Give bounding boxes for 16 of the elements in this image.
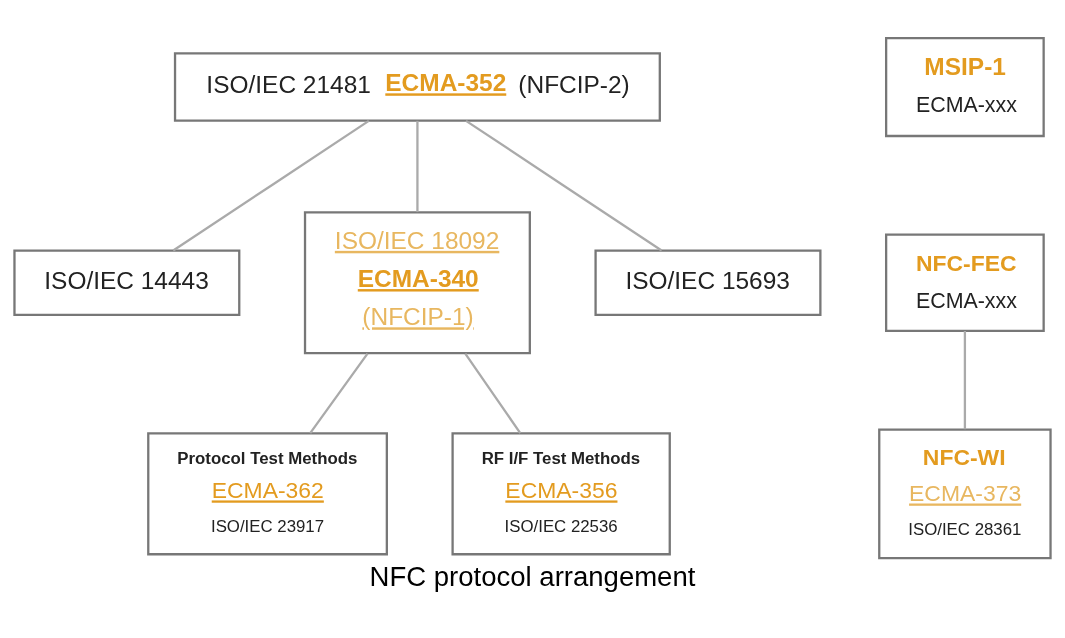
connector <box>963 330 967 429</box>
connector <box>464 352 522 434</box>
node-box: ISO/IEC 14443 <box>13 249 241 316</box>
connector <box>465 119 663 251</box>
node-box: NFC-WI ECMA-373 ISO/IEC 28361 <box>878 427 1052 559</box>
connector <box>309 352 369 434</box>
node-box: ISO/IEC 15693 <box>594 249 822 316</box>
node-box: NFC-FEC ECMA-xxx <box>885 233 1045 332</box>
node-box: ISO/IEC 18092 ECMA-340 (NFCIP-1) <box>303 210 531 354</box>
connector <box>172 119 370 251</box>
node-box: ISO/IEC 21481 ECMA-352 (NFCIP-2) <box>173 51 661 122</box>
node-box: RF I/F Test Methods ECMA-356 ISO/IEC 22536 <box>451 431 671 555</box>
caption: NFC protocol arrangement <box>369 560 696 592</box>
connector <box>416 120 419 212</box>
node-box: MSIP-1 ECMA-xxx <box>885 36 1045 137</box>
node-box: Protocol Test Methods ECMA-362 ISO/IEC 23917 <box>147 431 388 555</box>
